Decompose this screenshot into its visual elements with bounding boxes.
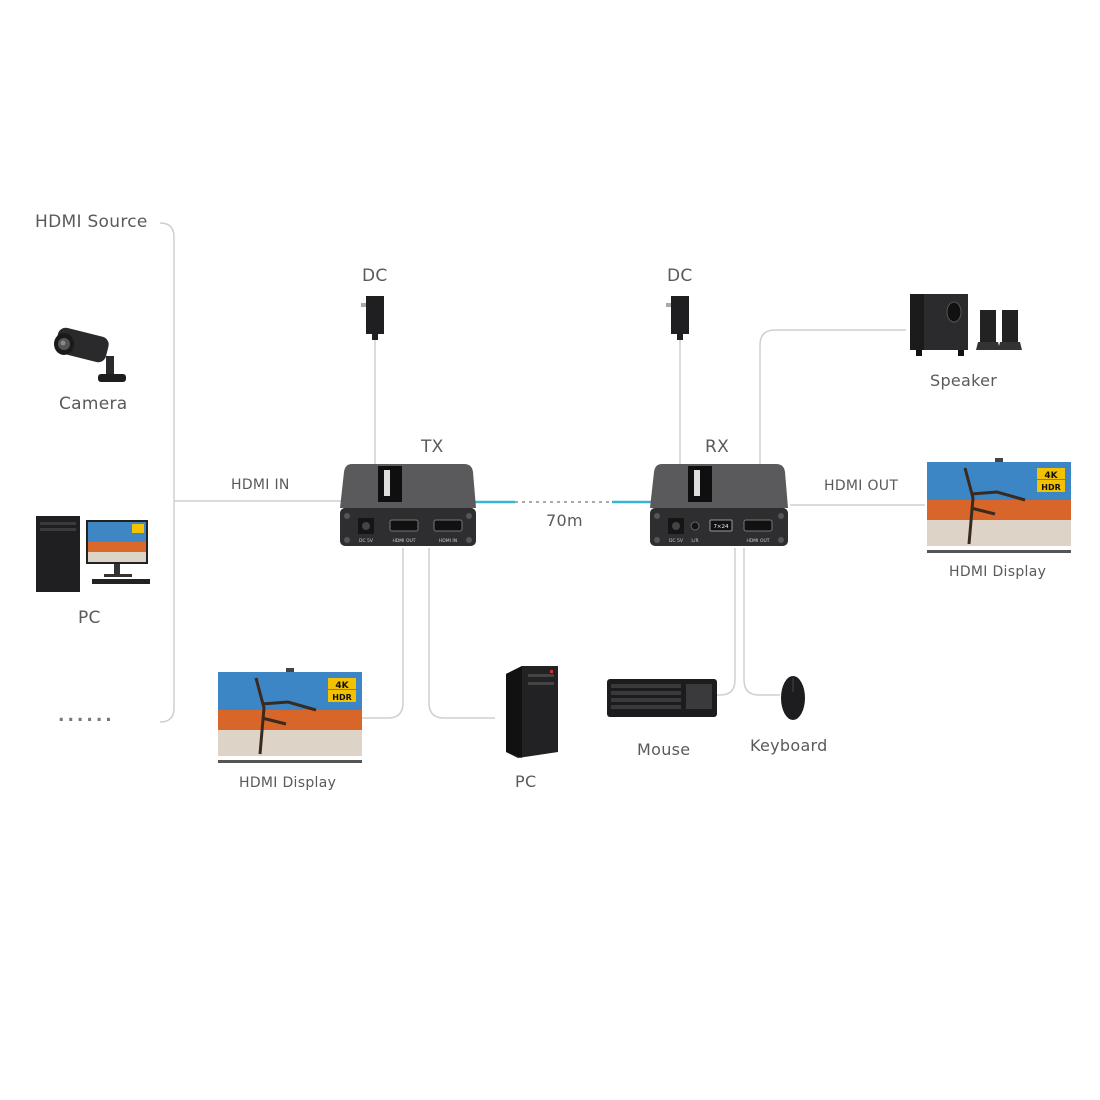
mouse-line: [743, 548, 780, 696]
tx-port-label-hdmi-in: HDMI IN: [439, 538, 457, 544]
hdmi-display-right-label: HDMI Display: [949, 564, 1047, 580]
distance-label: 70m: [546, 511, 583, 530]
rx-port-label-lr: L/R: [691, 538, 698, 544]
badge-4k: 4K: [335, 681, 349, 691]
rx-label: RX: [705, 437, 730, 457]
pc-tower-icon: [506, 666, 558, 758]
tx-extender-unit: DC 5V HDMI OUT HDMI IN: [340, 464, 476, 546]
more-sources-ellipsis: ......: [58, 706, 115, 726]
mouse-label: Mouse: [637, 740, 691, 759]
mouse-icon: [781, 676, 805, 720]
hdmi-out-label: HDMI OUT: [824, 478, 899, 494]
hdmi-in-label: HDMI IN: [231, 477, 290, 493]
tx-port-label-dc: DC 5V: [359, 538, 374, 544]
dc-adapter-rx-icon: [666, 296, 689, 340]
pc-usb-label: PC: [515, 772, 537, 791]
tx-label: TX: [421, 437, 444, 457]
keyboard-icon: [607, 679, 717, 717]
keyboard-label: Keyboard: [750, 736, 828, 755]
camera-label: Camera: [59, 394, 128, 414]
tx-port-label-hdmi-out: HDMI OUT: [392, 538, 415, 544]
camera-icon: [54, 327, 126, 382]
badge-hdr: HDR: [1041, 483, 1061, 492]
hdmi-display-loop-icon: 4K HDR: [218, 668, 362, 763]
speaker-icon: [910, 294, 1022, 356]
rx-extender-unit: 7×24 DC 5V L/R HDMI OUT: [650, 464, 788, 546]
hdmi-source-label: HDMI Source: [35, 212, 148, 232]
rx-badge-7x24: 7×24: [713, 524, 729, 530]
hdmi-display-right-icon: 4K HDR: [927, 458, 1071, 553]
rx-port-label-dc: DC 5V: [669, 538, 684, 544]
pc-source-label: PC: [78, 608, 101, 628]
keyboard-line: [716, 548, 736, 696]
rx-port-label-hdmi-out: HDMI OUT: [746, 538, 769, 544]
speaker-line: [759, 329, 906, 468]
badge-4k: 4K: [1044, 471, 1058, 481]
speaker-label: Speaker: [930, 371, 998, 390]
dc-adapter-tx-icon: [361, 296, 384, 340]
source-bracket-line: [159, 222, 175, 723]
dc-rx-label: DC: [667, 266, 693, 286]
badge-hdr: HDR: [332, 693, 352, 702]
loop-out-line: [362, 548, 404, 719]
dc-tx-label: DC: [362, 266, 388, 286]
hdmi-display-loop-label: HDMI Display: [239, 775, 337, 791]
usb-pc-line: [428, 548, 495, 719]
pc-source-icon: [36, 516, 150, 592]
